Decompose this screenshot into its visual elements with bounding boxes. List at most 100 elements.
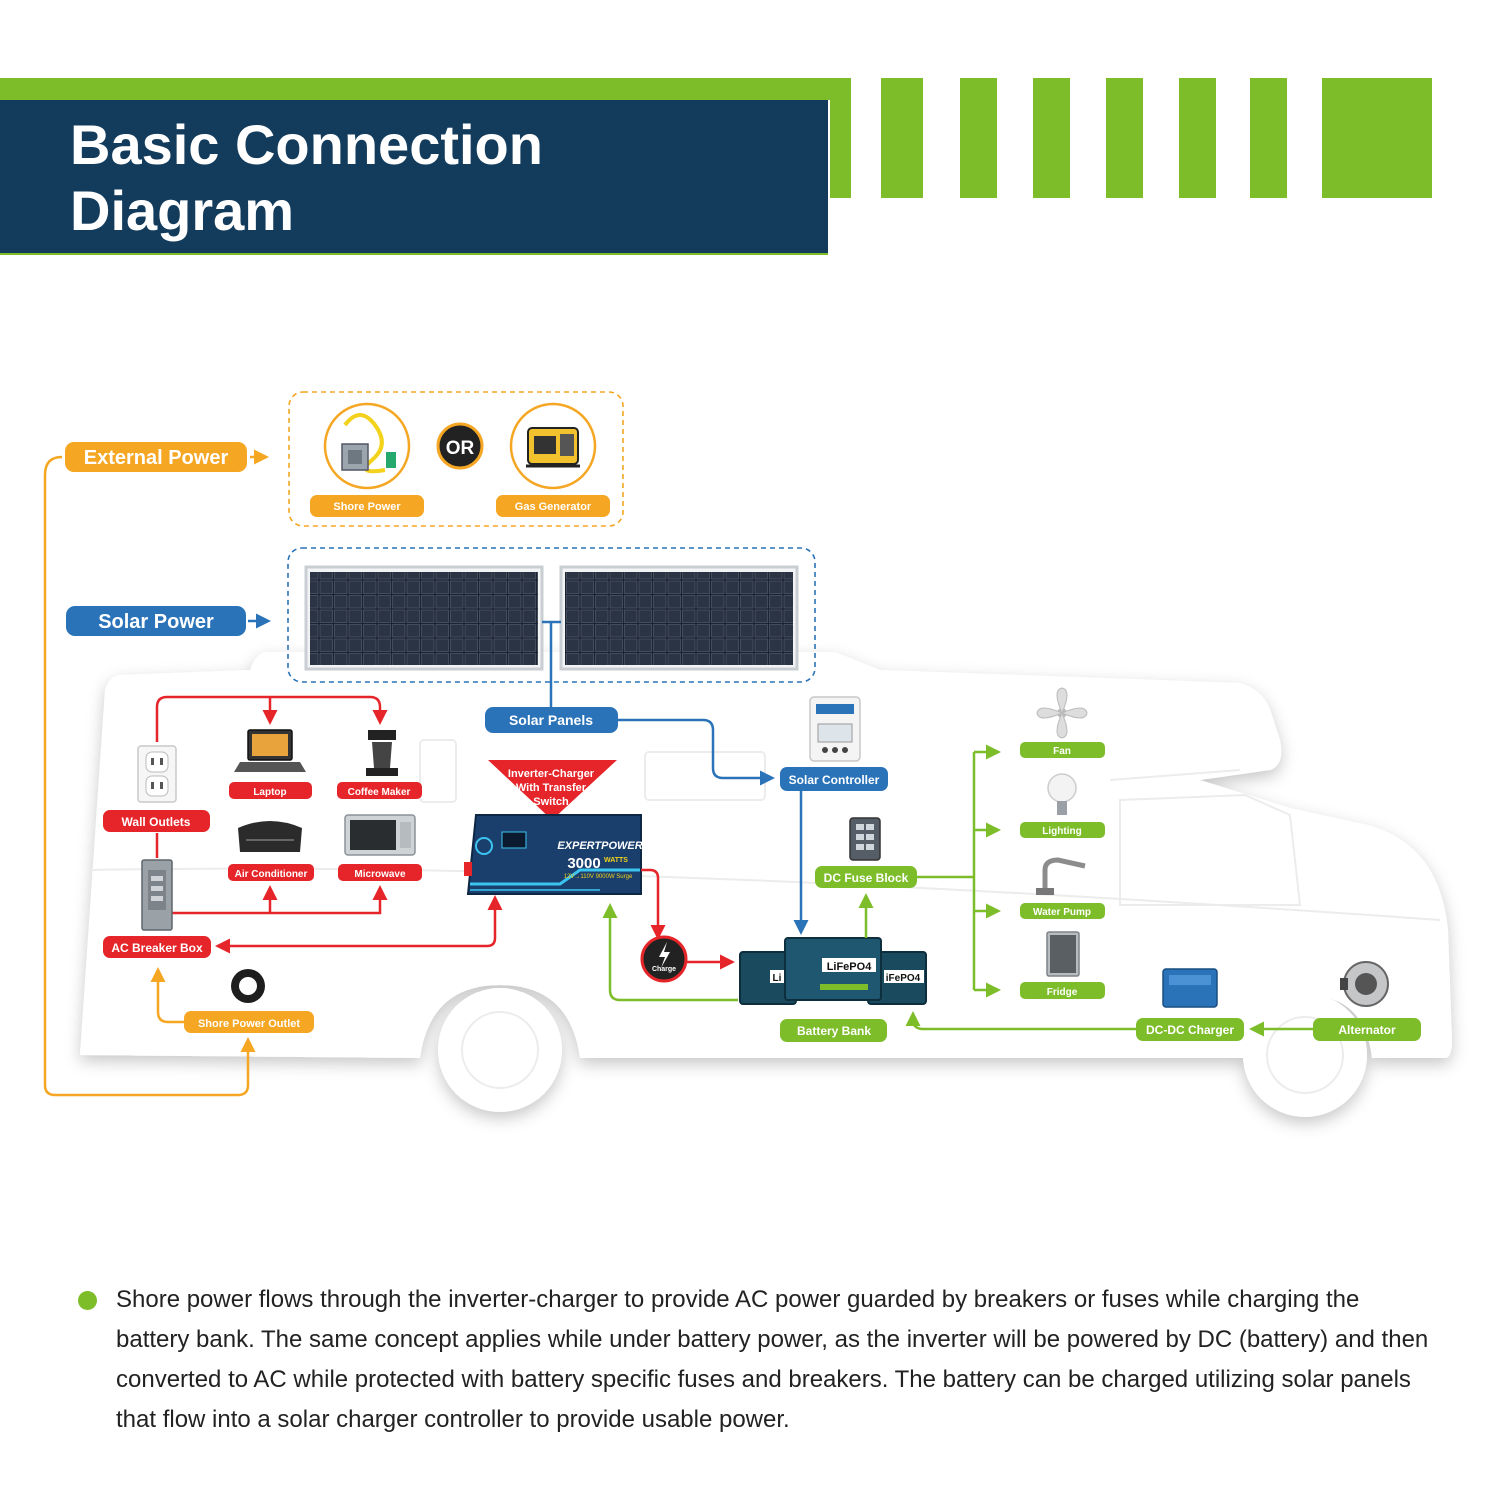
solar-panel-left — [304, 565, 544, 671]
inverter-pointer — [488, 760, 617, 820]
solar-controller-label: Solar Controller — [789, 773, 880, 787]
solar-panel-right — [559, 565, 799, 671]
dc-dc-charger-badge — [1136, 1018, 1244, 1041]
battery-chem-label: LiFePO4 — [827, 961, 873, 973]
fridge-badge — [1020, 982, 1105, 999]
microwave-label: Microwave — [354, 869, 406, 880]
dc-fuse-block-icon — [849, 817, 881, 861]
inverter-to-charge-wire — [641, 868, 666, 940]
header-stripe — [1106, 78, 1143, 198]
fridge-icon — [1046, 931, 1080, 977]
fridge-label: Fridge — [1047, 987, 1078, 998]
light-bulb-icon — [1047, 773, 1077, 815]
ac-breaker-box-badge — [103, 936, 211, 958]
lighting-badge — [1020, 822, 1105, 838]
ac-breaker-box-icon — [141, 859, 173, 931]
laptop-label: Laptop — [253, 787, 286, 798]
solar-controller-badge — [780, 767, 888, 791]
dc-fuse-block-label: DC Fuse Block — [824, 871, 909, 885]
inverter-spec: 12V→110V 9000W Surge — [564, 874, 633, 880]
faucet-icon — [1036, 857, 1086, 895]
air-conditioner-icon — [238, 821, 302, 852]
header-stripe — [1033, 78, 1070, 198]
external-power-wire — [43, 455, 256, 1097]
rv-silhouette — [80, 652, 1452, 1117]
external-power-box — [288, 391, 624, 527]
inverter-watts: 3000 — [567, 855, 600, 872]
solar-panels-label: Solar Panels — [509, 712, 593, 728]
gas-generator-label-bg — [496, 495, 610, 517]
alternator-icon — [1340, 961, 1389, 1007]
gas-generator-label: Gas Generator — [515, 501, 592, 513]
alternator-label: Alternator — [1338, 1023, 1396, 1037]
battery-bank-label: Battery Bank — [797, 1024, 871, 1038]
header-stripe — [1322, 78, 1432, 198]
lighting-label: Lighting — [1042, 826, 1081, 837]
bullet-dot — [78, 1291, 97, 1310]
outlets-wire — [155, 695, 388, 742]
panels-to-controller-wire — [618, 718, 775, 786]
description-text: Shore power flows through the inverter-c… — [116, 1286, 1429, 1433]
external-power-badge — [65, 442, 247, 472]
water-pump-label: Water Pump — [1033, 907, 1091, 918]
coffee-maker-icon — [366, 730, 398, 776]
shore-power-label-bg — [310, 495, 424, 517]
solar-panels-badge — [485, 707, 618, 733]
dc-dc-to-battery-wire — [905, 1011, 1136, 1031]
inverter-label-line-1: Inverter-Charger — [508, 768, 595, 780]
battery-to-inverter-wire — [602, 903, 738, 1002]
charge-label: Charge — [652, 966, 676, 973]
battery-bank-icon: LiFePO4 Li iFePO4 — [739, 937, 927, 1005]
fan-badge — [1020, 742, 1105, 758]
or-circle — [436, 422, 484, 470]
header-stripe — [960, 78, 997, 198]
inverter-brand: EXPERTPOWER — [557, 840, 642, 852]
air-conditioner-badge — [228, 864, 314, 881]
shore-power-label: Shore Power — [333, 501, 401, 513]
header-stripe — [1250, 78, 1287, 198]
title-box — [0, 100, 828, 255]
inverter-to-breaker-wire — [215, 895, 503, 954]
microwave-icon — [344, 814, 416, 856]
solar-power-label: Solar Power — [98, 611, 214, 633]
air-conditioner-label: Air Conditioner — [235, 869, 308, 880]
shore-power-outlet-label: Shore Power Outlet — [198, 1018, 300, 1030]
shore-power-icon — [323, 402, 411, 490]
dc-fuse-block-badge — [815, 866, 917, 888]
solar-controller-icon — [809, 696, 861, 762]
wall-outlets-label: Wall Outlets — [122, 815, 191, 829]
inverter-label-line-3: Switch — [533, 796, 569, 808]
wall-outlets-badge — [103, 810, 210, 832]
inverter-device: EXPERTPOWER 3000 WATTS 12V→110V 9000W Su… — [464, 814, 643, 895]
dc-dc-charger-icon — [1162, 968, 1218, 1008]
coffee-maker-badge — [337, 782, 422, 799]
or-label: OR — [446, 438, 475, 459]
shore-outlet-face — [239, 977, 257, 995]
alternator-badge — [1313, 1018, 1421, 1041]
wall-outlet-icon — [137, 745, 177, 803]
fan-icon — [1036, 687, 1088, 739]
page-title: Basic Connection Diagram — [70, 113, 543, 242]
ac-breaker-box-label: AC Breaker Box — [111, 941, 203, 955]
lightning-icon — [659, 942, 670, 968]
laptop-badge — [229, 782, 312, 799]
header-stripe — [830, 78, 851, 198]
shore-power-outlet-badge — [184, 1011, 314, 1033]
charge-circle — [640, 935, 688, 983]
coffee-maker-label: Coffee Maker — [348, 787, 411, 798]
solar-power-badge — [66, 606, 246, 636]
fan-label: Fan — [1053, 746, 1071, 757]
battery-bank-badge — [780, 1019, 887, 1042]
inverter-watts-unit: WATTS — [604, 857, 628, 864]
panel-link — [542, 620, 561, 707]
laptop-icon — [234, 729, 306, 772]
shore-outlet-to-breaker-wire — [150, 967, 184, 1024]
water-pump-badge — [1020, 903, 1105, 919]
battery-chem-left: Li — [773, 973, 782, 984]
header-stripe — [881, 78, 923, 198]
gas-generator-icon — [509, 402, 597, 490]
external-power-label: External Power — [84, 447, 229, 469]
microwave-badge — [338, 864, 422, 881]
header-stripe — [1179, 78, 1216, 198]
